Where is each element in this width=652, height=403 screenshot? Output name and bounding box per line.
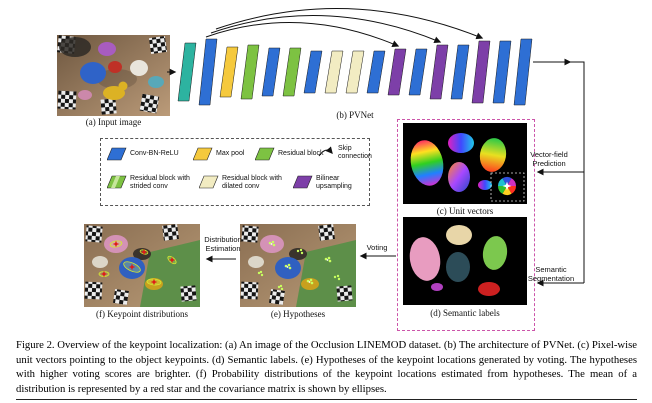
legend-label-strided: Residual block with strided conv bbox=[130, 175, 190, 191]
legend-label-bilinear: Bilinear upsampling bbox=[316, 175, 352, 191]
arch-block-teal bbox=[177, 42, 197, 102]
object-blob bbox=[78, 90, 92, 100]
legend-box: Conv-BN-ReLU Max pool Residual block Ski… bbox=[100, 138, 372, 206]
input-image-scene bbox=[57, 35, 170, 116]
checker-marker bbox=[148, 35, 168, 55]
label-distribution-estimation: Distribution Estimation bbox=[204, 235, 242, 254]
legend-item-bilinear: Bilinear upsampling bbox=[293, 175, 366, 191]
legend-item-skip: Skip connection bbox=[317, 145, 372, 161]
object-blob bbox=[108, 61, 122, 73]
color-wheel bbox=[490, 172, 525, 202]
bilinear-swatch-icon bbox=[293, 175, 313, 189]
skip-connection-arc bbox=[215, 8, 484, 40]
arch-block-purple bbox=[387, 48, 407, 96]
hypotheses-panel bbox=[240, 224, 356, 307]
arch-block-purple bbox=[471, 40, 491, 104]
figure-caption: Figure 2. Overview of the keypoint local… bbox=[16, 339, 637, 395]
dilated-swatch-icon bbox=[199, 175, 219, 189]
keypoint-distributions-scene bbox=[84, 224, 200, 307]
checker-marker bbox=[57, 90, 77, 110]
legend-label-skip: Skip connection bbox=[338, 145, 372, 161]
object-blob bbox=[148, 76, 164, 88]
caption-keypoint-distributions: (f) Keypoint distributions bbox=[96, 309, 188, 319]
skip-connection-arc bbox=[210, 15, 442, 44]
arch-blocks-group bbox=[177, 38, 533, 106]
strided-swatch-icon bbox=[107, 175, 127, 189]
arch-block-blue bbox=[198, 38, 218, 106]
object-blob bbox=[130, 60, 148, 76]
arch-block-blue bbox=[303, 50, 323, 94]
arch-block-yellow bbox=[219, 46, 239, 98]
caption-hypotheses: (e) Hypotheses bbox=[270, 309, 326, 319]
residual-swatch-icon bbox=[255, 147, 275, 161]
caption-unit-vectors: (c) Unit vectors bbox=[436, 206, 494, 216]
skip-connection-icon bbox=[318, 146, 333, 157]
arch-block-green bbox=[282, 47, 302, 97]
arch-block-blue bbox=[450, 44, 470, 100]
label-semantic-segmentation: Semantic Segmentation bbox=[527, 265, 575, 284]
keypoint-distributions-panel bbox=[84, 224, 200, 307]
legend-item-residual: Residual block bbox=[255, 147, 324, 161]
legend-label-residual: Residual block bbox=[278, 150, 324, 157]
semantic-labels-scene bbox=[403, 217, 527, 305]
skip-connection-arc bbox=[205, 22, 400, 47]
maxpool-swatch-icon bbox=[193, 147, 213, 161]
arch-block-blue bbox=[492, 40, 512, 104]
unit-vectors-scene bbox=[403, 123, 527, 204]
arch-block-blue bbox=[408, 48, 428, 96]
object-blob bbox=[98, 42, 116, 56]
checker-marker bbox=[100, 98, 117, 115]
legend-item-conv: Conv-BN-ReLU bbox=[107, 147, 179, 161]
arch-block-blue bbox=[366, 50, 386, 94]
arch-block-blue bbox=[513, 38, 533, 106]
output-routing-line bbox=[570, 61, 585, 283]
caption-pvnet: (b) PVNet bbox=[336, 110, 374, 120]
bottom-rule bbox=[16, 399, 637, 400]
semantic-labels-panel bbox=[403, 217, 527, 305]
legend-item-maxpool: Max pool bbox=[193, 147, 244, 161]
object-blob bbox=[103, 86, 125, 100]
hypothesis-dots bbox=[257, 240, 341, 291]
caption-input-image: (a) Input image bbox=[85, 117, 142, 127]
arch-block-blue bbox=[261, 47, 281, 97]
conv-swatch-icon bbox=[107, 147, 127, 161]
checker-marker bbox=[139, 93, 160, 114]
caption-semantic-labels: (d) Semantic labels bbox=[430, 308, 500, 318]
hypotheses-scene bbox=[240, 224, 356, 307]
label-vector-field: Vector-field Prediction bbox=[530, 150, 568, 169]
unit-vectors-panel bbox=[403, 123, 527, 204]
arch-block-purple bbox=[429, 44, 449, 100]
legend-label-dilated: Residual block with dilated conv bbox=[222, 175, 282, 191]
legend-label-maxpool: Max pool bbox=[216, 150, 245, 157]
prediction-box bbox=[397, 119, 535, 331]
arch-block-cream bbox=[324, 50, 344, 94]
legend-item-dilated: Residual block with dilated conv bbox=[199, 175, 286, 191]
input-image-panel bbox=[57, 35, 170, 116]
legend-label-conv: Conv-BN-ReLU bbox=[130, 150, 179, 157]
legend-item-strided: Residual block with strided conv bbox=[107, 175, 194, 191]
arch-block-cream bbox=[345, 50, 365, 94]
object-blob bbox=[80, 62, 106, 84]
label-voting: Voting bbox=[366, 243, 388, 252]
arch-block-green bbox=[240, 44, 260, 100]
